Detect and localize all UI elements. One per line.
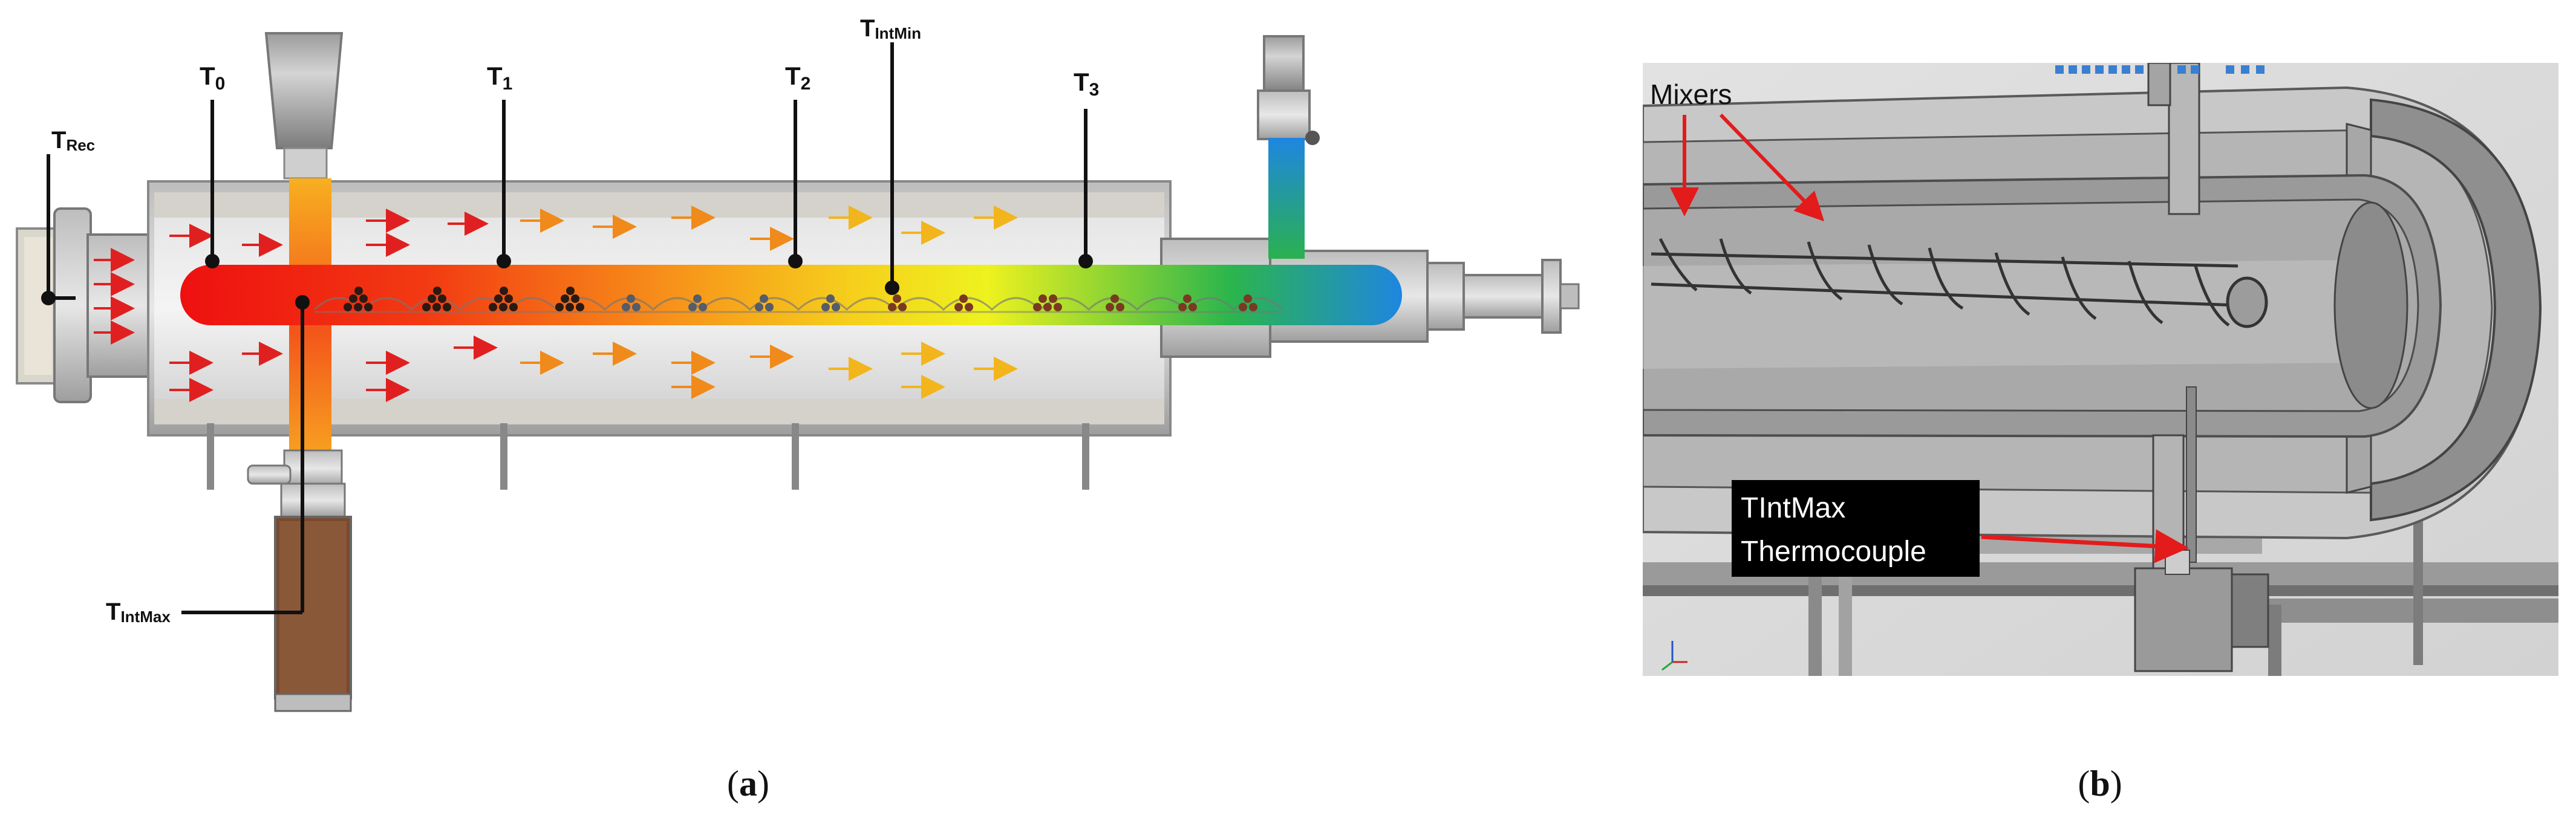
label-t-int-max: TIntMax [106,599,171,626]
top-port [2168,63,2200,215]
cad-toolbar-icons[interactable] [2055,65,2265,74]
thermocouple-probes [47,42,1087,614]
mixers-label: Mixers [1650,79,1732,110]
hot-gas-arrows [94,206,1018,402]
caption-a: (a) [727,764,769,803]
reactor-tube-heat-gradient [180,265,1402,325]
reactor-cylinder [1643,86,2542,540]
thermocouple-label-line1: TIntMax [1741,492,1845,524]
label-t-rec: TRec [51,127,95,154]
screw-profile [313,297,1283,311]
char-collector [247,449,352,712]
label-t0: T0 [200,62,225,94]
caption-b: (b) [2078,764,2122,803]
panel-b: Mixers TIntMax Thermocouple (b) [1643,63,2558,803]
thermocouple-arrow [1981,529,2189,563]
thermocouple-label-box [1732,480,1980,577]
label-t1: T1 [487,62,512,94]
feed-hopper [264,32,344,180]
left-end-flange [16,207,155,403]
thermocouple-label-line2: Thermocouple [1741,536,1926,568]
particle-piles [344,287,1257,311]
mixers-arrows [1670,113,1825,222]
right-outlet [1160,35,1580,358]
support-legs [207,423,1089,490]
label-t2: T2 [785,62,810,94]
probe-tips [41,254,1093,310]
axis-triad-icon [1661,641,1687,671]
screw-mixers [1651,238,2268,328]
panel-a: T0 T1 T2 T3 TIntMin TRec TIntMax (a) [16,15,1580,803]
label-t3: T3 [1074,68,1099,100]
label-t-int-min: TIntMin [860,15,921,42]
